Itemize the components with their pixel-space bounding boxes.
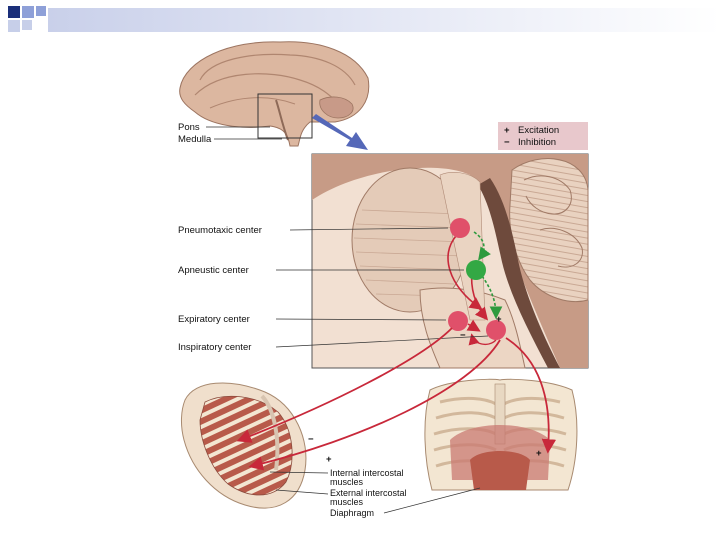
excitation-label: Excitation (518, 125, 559, 136)
brainstem-closeup-panel: + − (311, 153, 589, 369)
decor-square-light (22, 6, 34, 18)
internal-intercostal-label-2: muscles (330, 477, 364, 487)
pneumotaxic-to-inspiratory-arrow (447, 235, 483, 310)
pneumotaxic-center-dot (450, 218, 470, 238)
inspiratory-center-dot (486, 320, 506, 340)
diaphragm-plus-sign: + (536, 448, 542, 459)
decor-square-dark (8, 6, 20, 18)
pneumotaxic-center-label: Pneumotaxic center (178, 225, 262, 236)
expiratory-minus-sign: − (460, 330, 466, 341)
excitation-sign: + (504, 125, 510, 136)
inspiratory-plus-sign: + (496, 314, 502, 325)
apneustic-center-label: Apneustic center (178, 265, 249, 276)
expiratory-output-arrow (236, 327, 453, 443)
ribcage-front-illustration: + (424, 378, 578, 491)
external-intercostal-label-1: External intercostal (330, 488, 407, 498)
internal-intercostal-label-1: Internal intercostal (330, 468, 404, 478)
external-plus-sign: + (326, 454, 332, 465)
inspiratory-feedback-arrow (468, 333, 497, 346)
pneumotaxic-to-apneustic-inhibition (473, 231, 491, 261)
intercostal-muscles-side (199, 395, 293, 496)
apneustic-to-inspiratory-inhibition (481, 275, 503, 320)
zoom-arrow (312, 114, 368, 150)
expiratory-center-label: Expiratory center (178, 314, 250, 325)
legend-background (498, 122, 588, 150)
legend: + Excitation − Inhibition (498, 122, 588, 150)
medulla-label: Medulla (178, 134, 212, 145)
expiratory-to-inspiratory-arrow (466, 319, 481, 332)
external-intercostal-label-2: muscles (330, 497, 364, 507)
slide-header-decoration (0, 0, 720, 48)
expiratory-center-dot (448, 311, 468, 331)
decor-square-pale (8, 20, 20, 32)
ribcage-side-illustration (181, 382, 307, 509)
header-gradient-bar (48, 8, 720, 32)
diaphragm-label: Diaphragm (330, 508, 374, 518)
apneustic-center-dot (466, 260, 486, 280)
pons-label: Pons (178, 122, 200, 133)
inspiratory-center-label: Inspiratory center (178, 342, 251, 353)
inspiratory-to-external-intercostal-arrow (248, 339, 501, 471)
brain-zoom-box (257, 93, 313, 139)
inspiratory-to-diaphragm-arrow (505, 337, 557, 454)
decor-square-light-2 (36, 6, 46, 16)
internal-minus-sign: − (308, 434, 314, 445)
inhibition-sign: − (504, 137, 510, 148)
diaphragm-muscle (470, 451, 530, 490)
inhibition-label: Inhibition (518, 137, 556, 148)
decor-square-pale-2 (22, 20, 32, 30)
